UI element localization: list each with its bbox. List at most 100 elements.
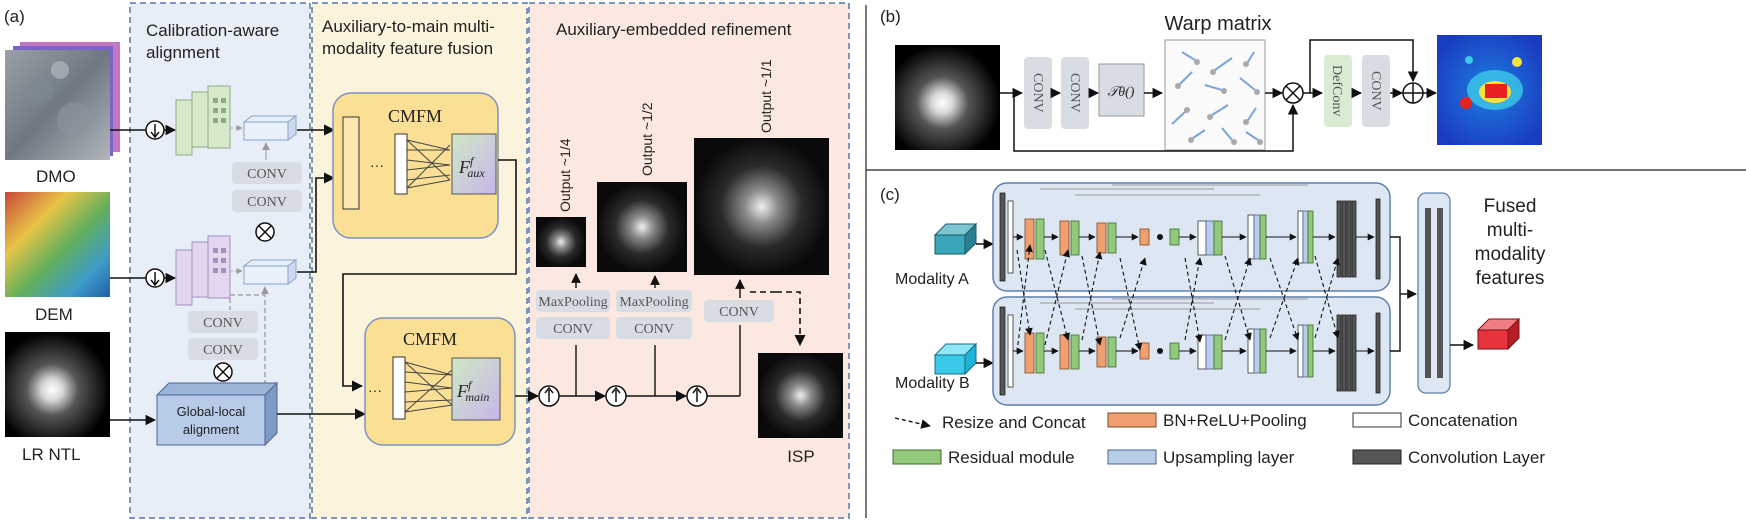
dmo-label: DMO [36, 167, 76, 186]
dmo-image-stack [5, 42, 120, 160]
conv-label-5: CONV [553, 322, 593, 337]
conv-layer [1351, 314, 1357, 392]
warp-matrix-title: Warp matrix [1164, 13, 1271, 35]
panel-a-label: (a) [4, 7, 25, 26]
output-half-image [597, 182, 687, 272]
deformconv-box [1324, 55, 1352, 127]
residual-layer [1307, 210, 1314, 264]
bn-layer [1096, 222, 1107, 254]
panel-b-label: (b) [880, 7, 901, 26]
branch-a-layers [999, 184, 1381, 282]
feature-cuboid-dmo [230, 115, 298, 141]
pooling-dot [1157, 348, 1163, 354]
downsample-circle-dmo [110, 120, 177, 140]
bn-layer [1024, 332, 1035, 374]
conv-label-4: CONV [203, 343, 243, 358]
global-local-alignment-block [155, 381, 279, 447]
conv-layer [1375, 198, 1381, 280]
legend-item-residual: Residual module [948, 448, 1075, 467]
downsample-circle-dem [110, 268, 177, 288]
residual-layer [1107, 336, 1117, 368]
conv-box-7 [704, 300, 774, 322]
legend-item-upsample: Upsampling layer [1163, 448, 1295, 467]
conv-box-3 [188, 311, 258, 333]
upsample-layer [1302, 210, 1309, 264]
conv-label-2: CONV [247, 195, 287, 210]
heatmap-output [1437, 35, 1542, 145]
resize-concat-link [1269, 257, 1300, 341]
fusion-conv-2 [1437, 208, 1443, 378]
stage1-title-line2: alignment [146, 43, 220, 62]
resize-concat-link [1081, 255, 1103, 346]
concat-layer [1247, 214, 1255, 260]
conv-label-6: CONV [634, 322, 674, 337]
conv-box-5 [536, 317, 610, 339]
global-local-label-line2: alignment [183, 422, 240, 437]
multiply-circle-upper [255, 222, 275, 242]
resize-concat-link [1184, 257, 1203, 343]
b-residual-skip [1309, 39, 1419, 93]
b-skip-to-multiply [1013, 93, 1299, 152]
bn-layer [1024, 218, 1035, 260]
lr-ntl-label: LR NTL [22, 445, 81, 464]
maxpool-box-2 [616, 290, 692, 312]
warp-dots [1175, 59, 1263, 145]
conv-layer [999, 306, 1006, 396]
residual-layer [1070, 220, 1080, 256]
conv-layer [1346, 200, 1352, 278]
maxpool-label-1: MaxPooling [538, 295, 607, 310]
output-quarter-label: Output ~1/4 [557, 138, 573, 212]
residual-layer [1213, 334, 1223, 370]
resize-concat-link [1016, 244, 1033, 353]
bn-layer [1096, 336, 1107, 368]
dem-label: DEM [35, 305, 73, 324]
warp-vectors [1171, 51, 1259, 141]
residual-layer [1169, 228, 1180, 246]
warp-matrix-grid [1164, 39, 1266, 151]
b-multiply-circle [1282, 82, 1304, 104]
resize-concat-link [1081, 251, 1103, 341]
stage3-title: Auxiliary-embedded refinement [556, 20, 792, 39]
maxpool-box-1 [536, 290, 610, 312]
bn-layer [1059, 220, 1070, 256]
legend-swatch-conv [1352, 449, 1402, 465]
conv-layer [1336, 314, 1342, 392]
dem-image [5, 192, 110, 297]
modality-a-label: Modality A [895, 271, 969, 288]
resize-concat-link [1119, 257, 1143, 351]
b-conv-label-1: CONV [1030, 73, 1045, 113]
panel-c-label: (c) [880, 185, 900, 204]
concat-layer [1007, 200, 1014, 274]
concat-layer [1007, 314, 1014, 388]
fused-label-line3: modality [1475, 244, 1546, 265]
cmfm-aux-block [332, 92, 499, 239]
legend-swatch-bn [1107, 412, 1157, 428]
residual-layer [1259, 214, 1267, 260]
global-local-label-line1: Global-local [177, 404, 246, 419]
fused-label-line1: Fused [1484, 196, 1537, 217]
resize-concat-link [1224, 257, 1252, 341]
f-aux-box [451, 133, 497, 195]
legend-dashed-arrow-icon [894, 417, 931, 429]
dem-to-cmfm-arrow [297, 172, 336, 273]
fusion-block [1417, 192, 1451, 394]
conv-layer [1351, 200, 1357, 278]
stage1-title-line1: Calibration-aware [146, 21, 279, 40]
conv-box-2 [232, 190, 302, 212]
b-conv-box-2 [1061, 57, 1089, 129]
fused-feature-cube [1476, 317, 1521, 351]
isp-label: ISP [787, 447, 814, 466]
tau-box [1098, 63, 1145, 117]
cmfm-aux-neural-connections [394, 133, 451, 195]
cmfm-main-title: CMFM [403, 329, 457, 349]
deformconv-label: DefConv [1329, 65, 1344, 116]
b-conv-box-3 [1362, 55, 1390, 127]
resize-concat-link [1044, 249, 1071, 346]
encoder-block-dem [175, 235, 231, 306]
cmfm-aux-title: CMFM [388, 106, 442, 126]
conv-layer [999, 192, 1006, 282]
conv-layer [1341, 314, 1347, 392]
bn-layer [1139, 228, 1150, 246]
output-quarter-image [536, 217, 586, 267]
resize-concat-link [1269, 257, 1300, 339]
